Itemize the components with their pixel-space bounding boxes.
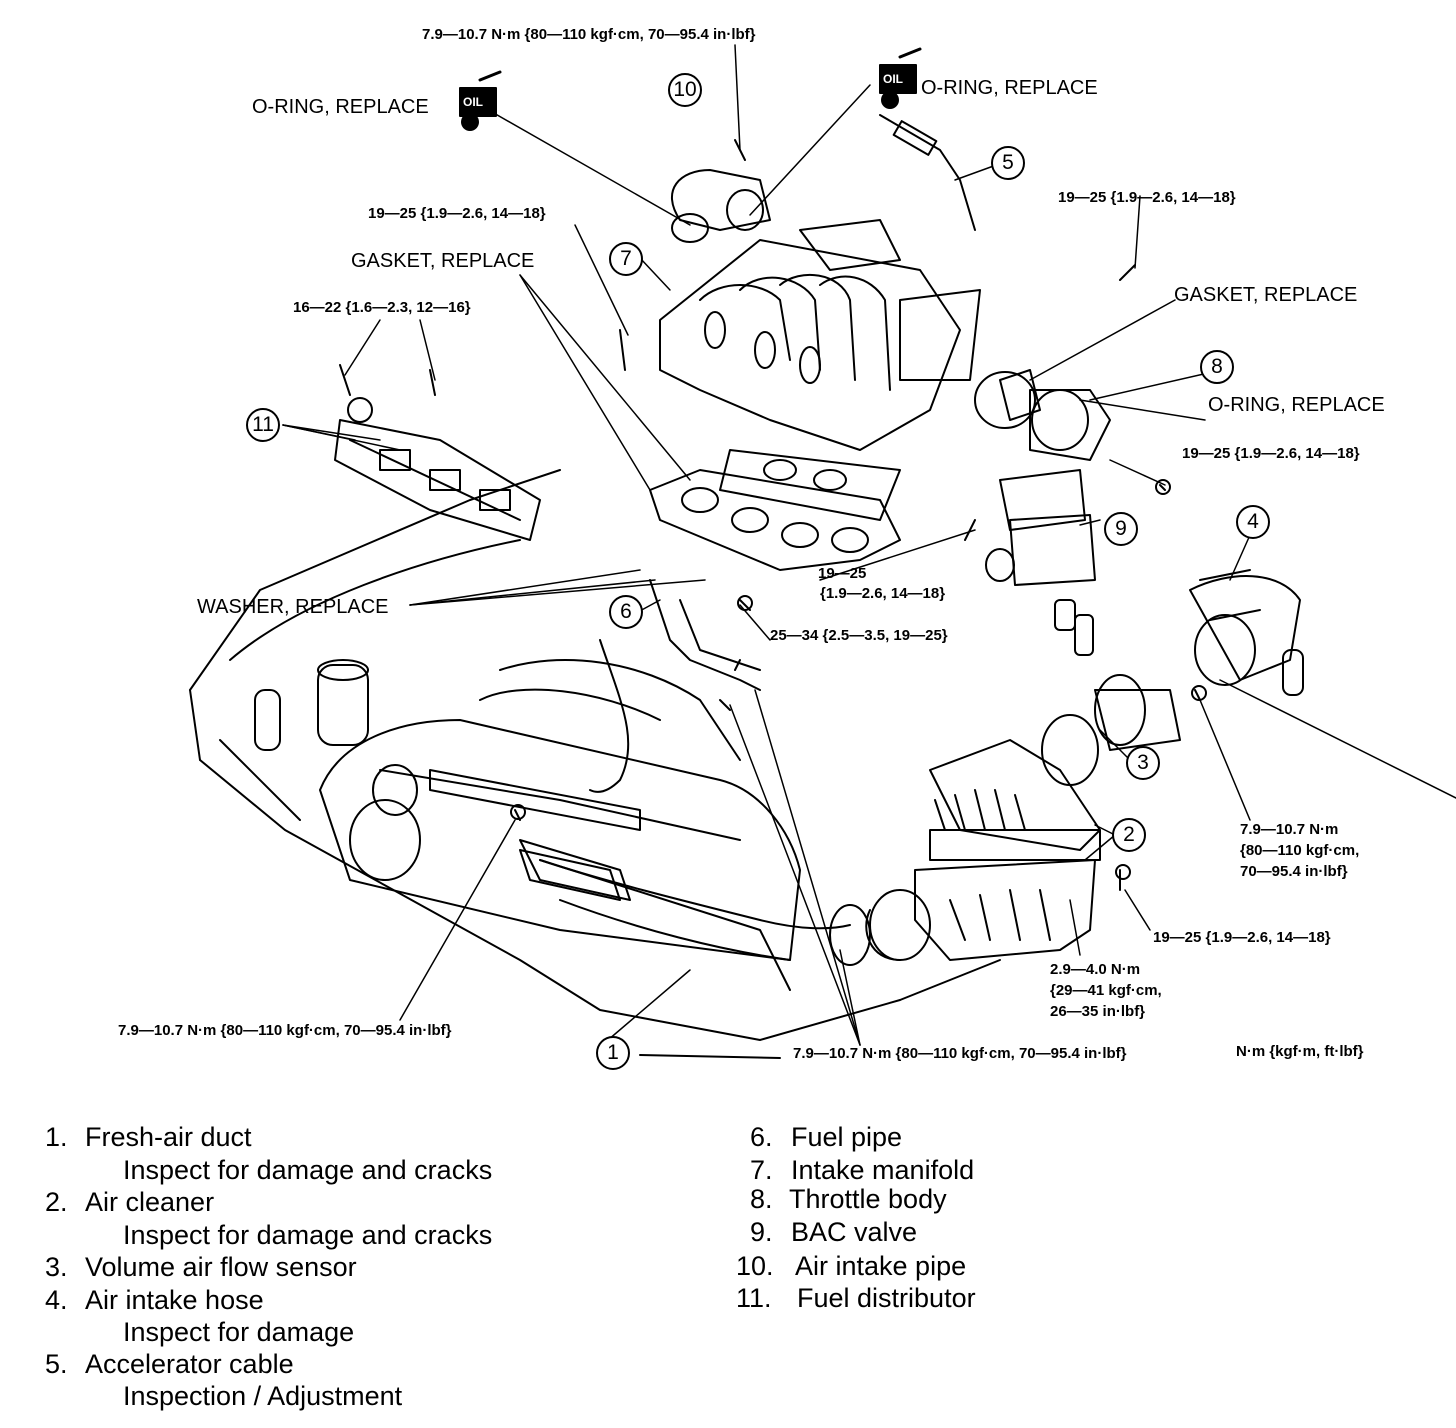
legend-sub-5: Inspection / Adjustment <box>123 1381 403 1411</box>
callout-5: 5 <box>991 146 1025 180</box>
exploded-view-diagram <box>189 44 1456 1059</box>
legend-item-1: 1. Fresh-air duct <box>45 1122 252 1152</box>
legend-name: Air cleaner <box>85 1187 215 1217</box>
torque-label-clamp-2: {29—41 kgf·cm, <box>1050 982 1162 999</box>
torque-label-bac-2: {1.9—2.6, 14—18} <box>820 585 946 602</box>
legend-item-11: 11. Fuel distributor <box>736 1283 976 1313</box>
callout-9: 9 <box>1104 512 1138 546</box>
legend-num: 4. <box>45 1285 68 1315</box>
torque-label-clamp-1: 2.9—4.0 N·m <box>1050 961 1141 978</box>
callout-11: 11 <box>246 408 280 442</box>
legend-num: 1. <box>45 1122 68 1152</box>
legend-item-8: 8. Throttle body <box>750 1184 947 1214</box>
legend-num: 7. <box>750 1155 773 1185</box>
legend-name: Accelerator cable <box>85 1349 294 1379</box>
legend-item-5: 5. Accelerator cable <box>45 1349 294 1379</box>
legend-num: 6. <box>750 1122 773 1152</box>
torque-label-cleaner-bolt: 19—25 {1.9—2.6, 14—18} <box>1153 929 1331 946</box>
callout-2: 2 <box>1112 818 1146 852</box>
units-legend: N·m {kgf·m, ft·lbf} <box>1236 1043 1364 1060</box>
legend-item-4: 4. Air intake hose <box>45 1285 264 1315</box>
torque-label-bracket: 19—25 {1.9—2.6, 14—18} <box>1058 189 1236 206</box>
callout-7: 7 <box>609 242 643 276</box>
callout-8: 8 <box>1200 350 1234 384</box>
oil-label-1: OIL <box>463 95 483 109</box>
callout-10: 10 <box>668 73 702 107</box>
oil-label-2: OIL <box>883 72 903 86</box>
torque-label-fuel-pipe: 25—34 {2.5—3.5, 19—25} <box>770 627 948 644</box>
torque-label-sensor-2: {80—110 kgf·cm, <box>1240 842 1360 859</box>
legend-item-9: 9. BAC valve <box>750 1217 917 1247</box>
legend-item-2: 2. Air cleaner <box>45 1187 214 1217</box>
legend-num: 2. <box>45 1187 68 1217</box>
legend-sub-1: Inspect for damage and cracks <box>123 1155 493 1185</box>
air-flow-sensor-part <box>1041 569 1304 786</box>
note-oring-top: O-RING, REPLACE <box>921 77 1098 99</box>
torque-label-top: 7.9—10.7 N·m {80—110 kgf·cm, 70—95.4 in·… <box>422 26 756 43</box>
note-oring-throttle: O-RING, REPLACE <box>1208 394 1385 416</box>
legend-name: Intake manifold <box>791 1155 975 1185</box>
legend-item-7: 7. Intake manifold <box>750 1155 974 1185</box>
fresh-air-duct-part <box>519 849 871 966</box>
air-intake-pipe-part <box>670 169 771 243</box>
callout-1: 1 <box>596 1036 630 1070</box>
legend-name: Throttle body <box>789 1184 947 1214</box>
legend-sub-2: Inspect for damage and cracks <box>123 1220 493 1250</box>
legend-item-6: 6. Fuel pipe <box>750 1122 902 1152</box>
torque-label-throttle: 19—25 {1.9—2.6, 14—18} <box>1182 445 1360 462</box>
oil-can-icon <box>459 70 502 131</box>
engine-block <box>254 659 801 991</box>
callout-6: 6 <box>609 595 643 629</box>
oil-can-icon-2 <box>879 47 922 109</box>
bac-valve-part <box>985 514 1096 656</box>
legend-name: Volume air flow sensor <box>85 1252 357 1282</box>
callout-3: 3 <box>1126 746 1160 780</box>
legend-num: 3. <box>45 1252 68 1282</box>
legend-name: Air intake hose <box>85 1285 264 1315</box>
note-oring-left: O-RING, REPLACE <box>252 96 429 118</box>
legend-name: Fuel distributor <box>797 1283 976 1313</box>
air-cleaner-part <box>865 739 1101 961</box>
fuel-distributor-part <box>334 397 541 541</box>
torque-label-clamp-3: 26—35 in·lbf} <box>1050 1003 1146 1020</box>
torque-label-sensor-1: 7.9—10.7 N·m <box>1240 821 1339 838</box>
legend-item-10: 10. Air intake pipe <box>736 1251 966 1281</box>
leader-lines <box>282 44 1456 1046</box>
torque-label-bottom-center: 7.9—10.7 N·m {80—110 kgf·cm, 70—95.4 in·… <box>793 1045 1127 1062</box>
note-gasket-manifold: GASKET, REPLACE <box>351 250 535 272</box>
torque-label-distributor-bolt: 16—22 {1.6—2.3, 12—16} <box>293 299 471 316</box>
legend-num: 5. <box>45 1349 68 1379</box>
legend-name: Air intake pipe <box>795 1251 967 1281</box>
legend-num: 11. <box>736 1283 772 1313</box>
legend-name: Fresh-air duct <box>85 1122 252 1152</box>
torque-label-manifold-bolt: 19—25 {1.9—2.6, 14—18} <box>368 205 546 222</box>
fuel-pipe-part <box>589 579 761 793</box>
legend-num: 9. <box>750 1217 773 1247</box>
intake-manifold-part <box>659 219 981 451</box>
accelerator-cable-part <box>879 114 976 231</box>
engine-bay-outline <box>189 469 1001 1059</box>
legend-name: Fuel pipe <box>791 1122 903 1152</box>
legend-item-3: 3. Volume air flow sensor <box>45 1252 357 1282</box>
torque-label-bac-1: 19—25 <box>818 565 867 582</box>
note-gasket-throttle: GASKET, REPLACE <box>1174 284 1358 306</box>
legend-name: BAC valve <box>791 1217 918 1247</box>
callout-4: 4 <box>1236 505 1270 539</box>
legend-num: 8. <box>750 1184 773 1214</box>
torque-label-bottom-left: 7.9—10.7 N·m {80—110 kgf·cm, 70—95.4 in·… <box>118 1022 452 1039</box>
legend-sub-4: Inspect for damage <box>123 1317 355 1347</box>
note-washer: WASHER, REPLACE <box>197 596 389 618</box>
gaskets <box>649 369 1041 571</box>
torque-label-sensor-3: 70—95.4 in·lbf} <box>1240 863 1348 880</box>
legend-num: 10. <box>736 1251 774 1281</box>
throttle-body-part <box>974 371 1111 531</box>
